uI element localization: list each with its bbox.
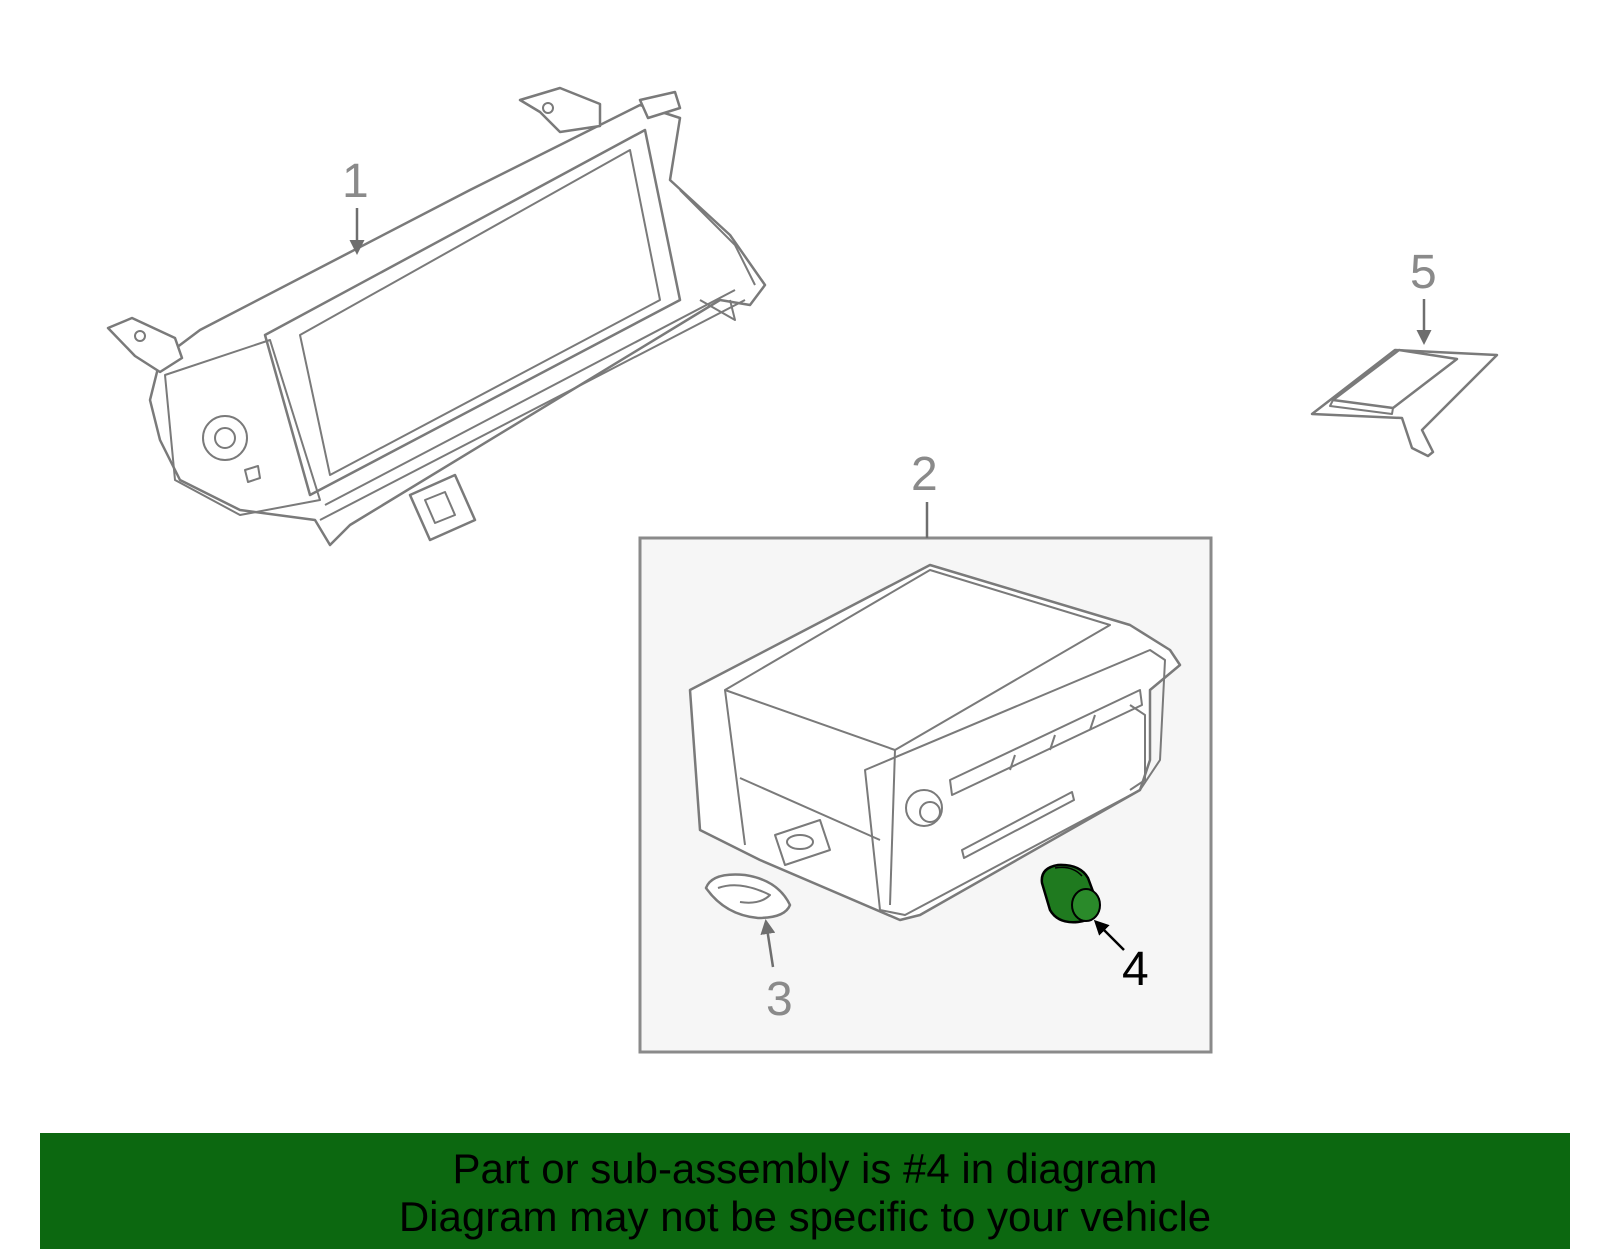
part-5-plate xyxy=(1310,348,1499,458)
part-4-knob-highlighted[interactable] xyxy=(1040,863,1101,924)
callout-2-label[interactable]: 2 xyxy=(911,448,938,501)
callout-3-leader xyxy=(760,919,776,968)
callout-3-label[interactable]: 3 xyxy=(766,973,793,1026)
callout-5-label[interactable]: 5 xyxy=(1410,246,1437,299)
callout-4-label[interactable]: 4 xyxy=(1122,943,1149,996)
part-2-radio-unit xyxy=(688,563,1182,922)
banner-line-2: Diagram may not be specific to your vehi… xyxy=(398,1193,1212,1240)
banner-line-1: Part or sub-assembly is #4 in diagram xyxy=(452,1145,1158,1192)
info-banner: Part or sub-assembly is #4 in diagram Di… xyxy=(40,1133,1570,1249)
callout-4-leader xyxy=(1093,919,1125,951)
part-3-clip xyxy=(704,873,792,920)
part-1-display-assembly xyxy=(106,86,767,547)
callout-1-label[interactable]: 1 xyxy=(342,155,369,208)
